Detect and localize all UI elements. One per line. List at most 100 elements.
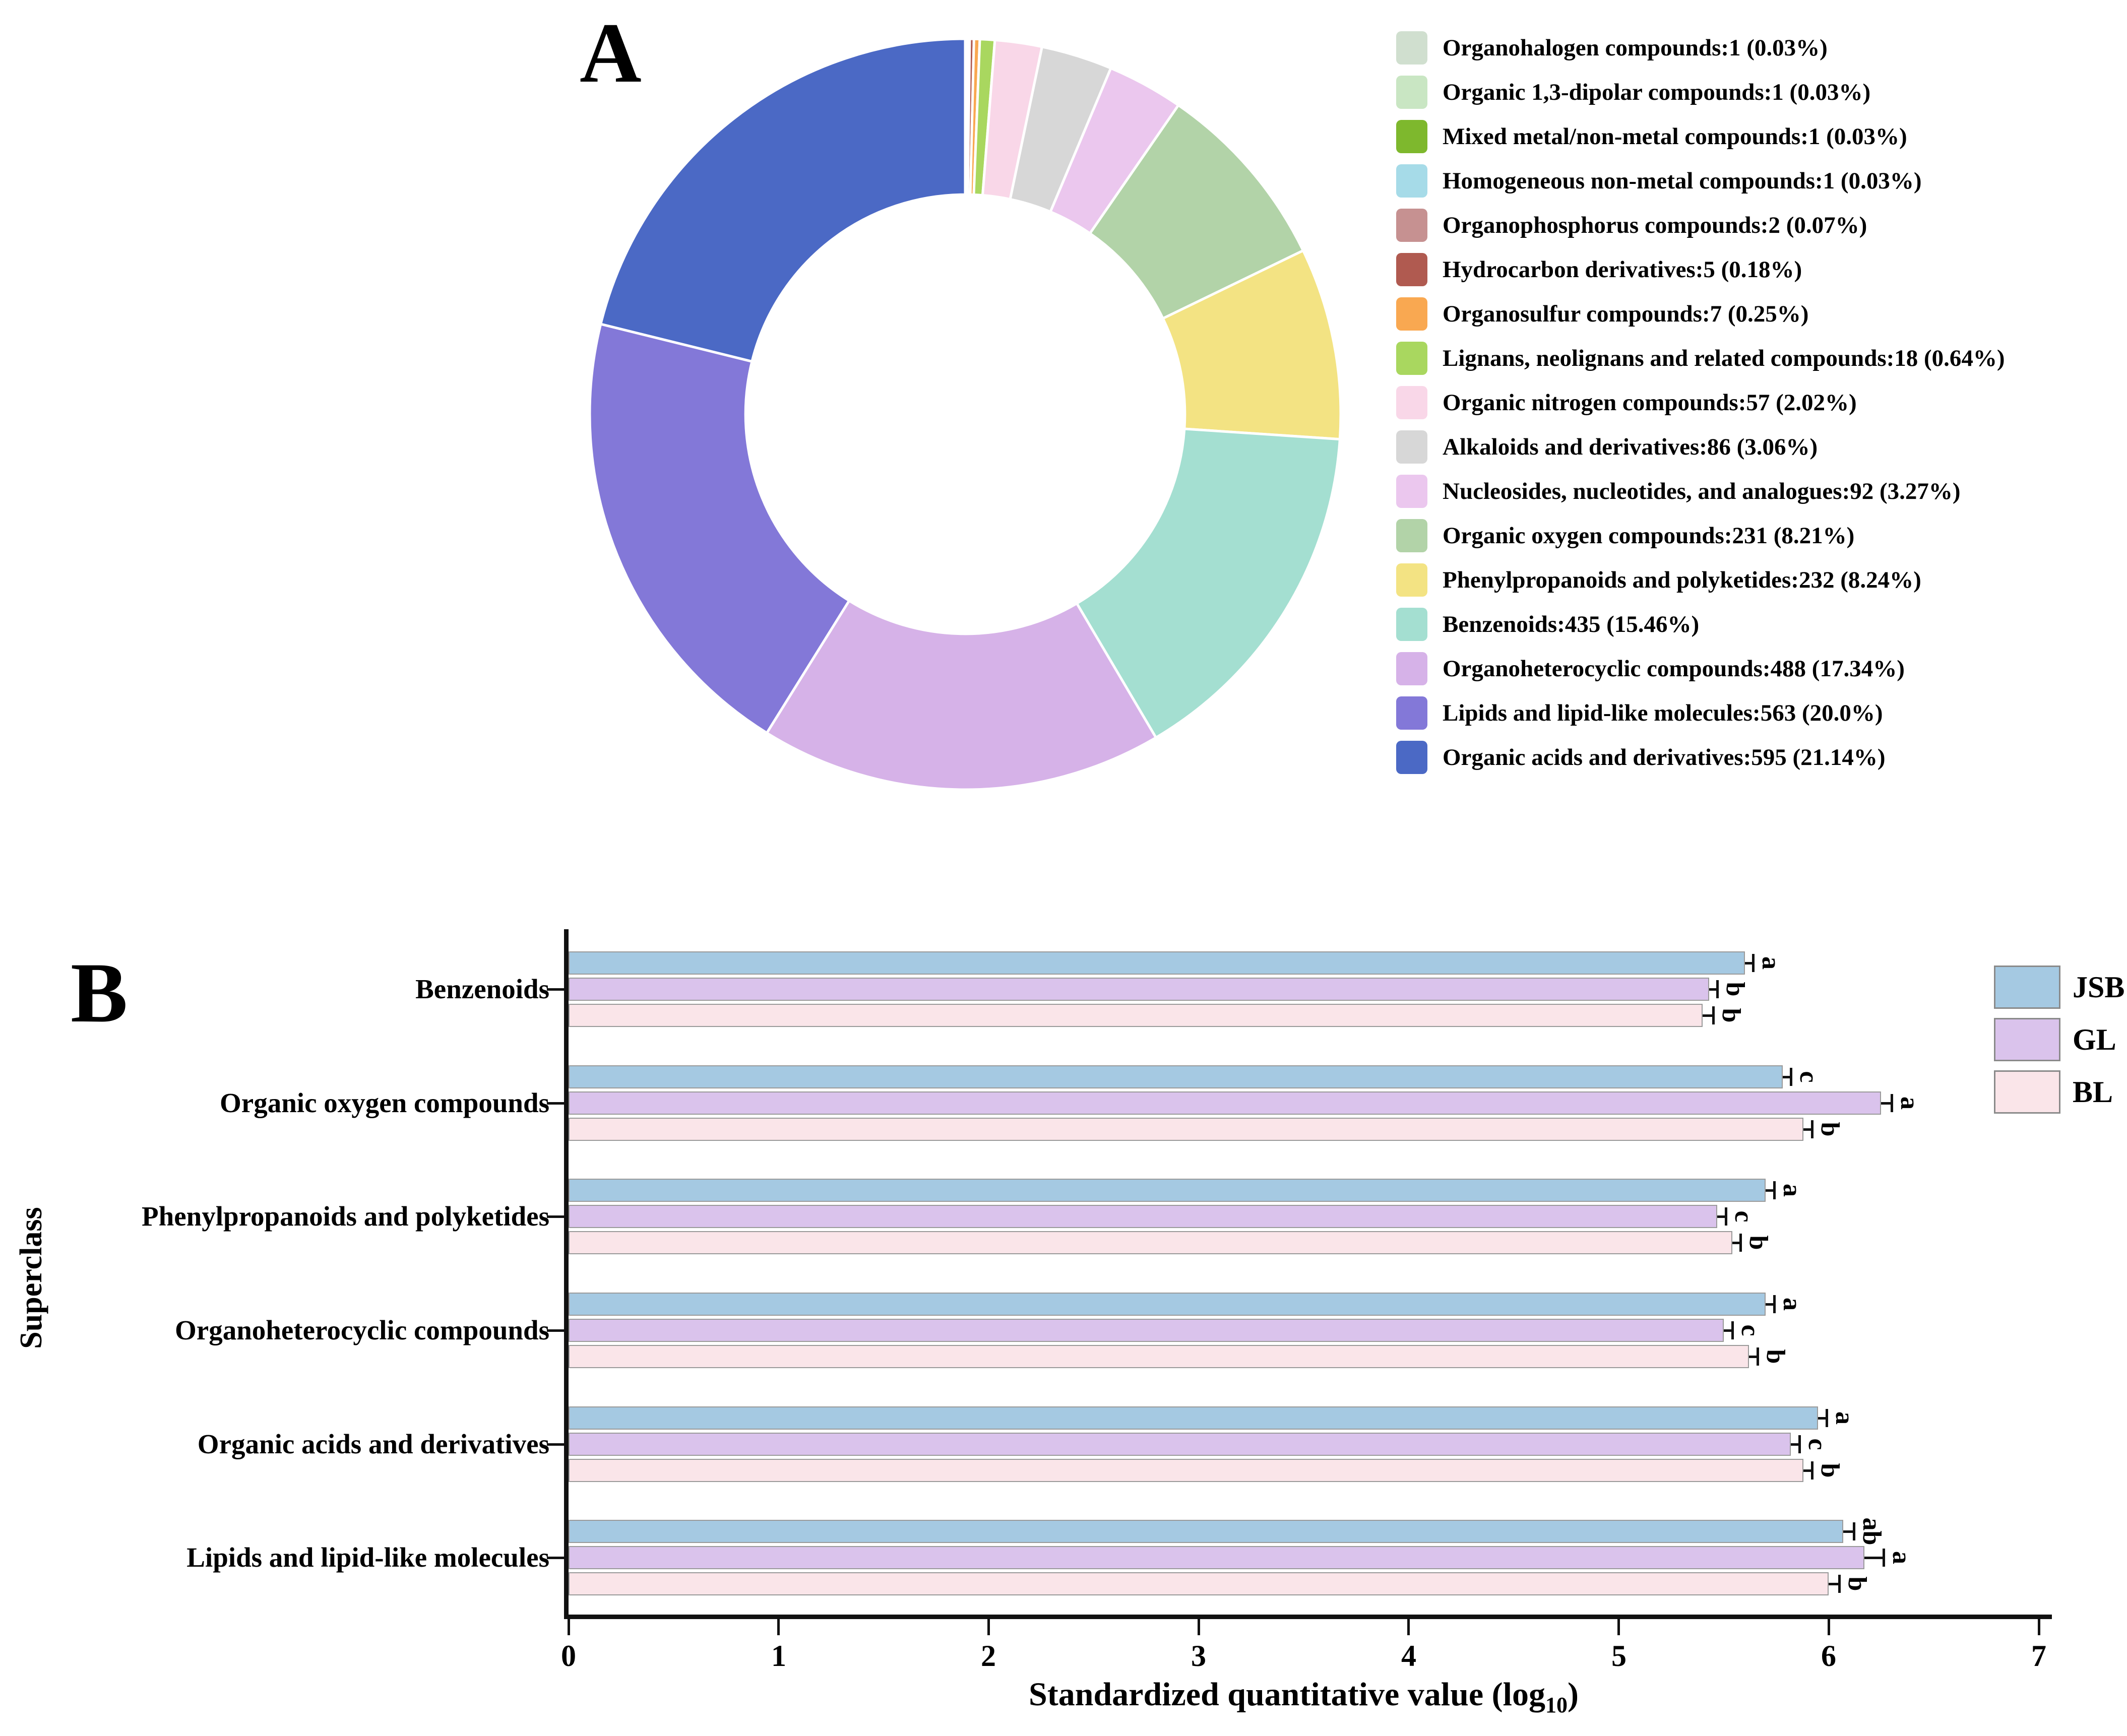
category-label: Organic oxygen compounds [220, 1087, 549, 1118]
legend-label: Lignans, neolignans and related compound… [1443, 345, 2005, 371]
x-axis-tick [1617, 1619, 1620, 1635]
error-bar-cap [1739, 1234, 1742, 1252]
donut-legend-item: Organophosphorus compounds:2 (0.07%) [1396, 209, 2005, 242]
error-bar-cap [1883, 1549, 1885, 1567]
x-tick-label: 4 [1401, 1639, 1416, 1673]
significance-letter: b [1816, 1463, 1844, 1478]
bar-jsb [569, 1179, 1766, 1202]
legend-swatch [1994, 1070, 2060, 1114]
error-bar-cap [1838, 1575, 1841, 1593]
bar-jsb [569, 1406, 1818, 1430]
superclass-donut-chart [588, 37, 1342, 791]
error-bar-stem [1724, 1329, 1732, 1332]
category-label: Phenylpropanoids and polyketides [142, 1201, 549, 1232]
error-bar-stem [1843, 1530, 1854, 1533]
legend-label: Lipids and lipid-like molecules:563 (20.… [1443, 699, 1883, 726]
bar-legend-item: BL [1994, 1070, 2124, 1114]
legend-swatch [1396, 386, 1427, 419]
category-label: Lipids and lipid-like molecules [186, 1542, 549, 1573]
legend-label: Alkaloids and derivatives:86 (3.06%) [1443, 433, 1818, 460]
bar-legend-item: GL [1994, 1018, 2124, 1061]
donut-slice [765, 599, 1158, 791]
error-bar-stem [1745, 962, 1754, 965]
y-axis-tick [547, 1443, 564, 1446]
x-axis-tick [2038, 1619, 2040, 1635]
bar-bl [569, 1345, 1749, 1368]
x-tick-label: 7 [2031, 1639, 2046, 1673]
legend-swatch [1396, 164, 1427, 198]
bar-jsb [569, 951, 1745, 975]
significance-letter: a [1895, 1097, 1924, 1110]
donut-legend-item: Benzenoids:435 (15.46%) [1396, 608, 2005, 641]
donut-slice [588, 323, 851, 735]
x-tick-label: 1 [771, 1639, 786, 1673]
donut-legend-item: Organohalogen compounds:1 (0.03%) [1396, 31, 2005, 65]
donut-legend-item: Organoheterocyclic compounds:488 (17.34%… [1396, 652, 2005, 685]
x-axis-title: Standardized quantitative value (log10) [569, 1678, 2039, 1716]
legend-label: Organoheterocyclic compounds:488 (17.34%… [1443, 655, 1905, 682]
donut-legend-item: Mixed metal/non-metal compounds:1 (0.03%… [1396, 120, 2005, 153]
legend-swatch [1396, 342, 1427, 375]
significance-letter: b [1744, 1235, 1773, 1250]
legend-swatch [1396, 76, 1427, 109]
donut-legend-item: Lignans, neolignans and related compound… [1396, 342, 2005, 375]
error-bar-cap [1798, 1435, 1801, 1453]
x-axis-line [564, 1615, 2052, 1619]
significance-letter: b [1721, 982, 1749, 997]
legend-swatch [1396, 563, 1427, 597]
error-bar-stem [1881, 1102, 1892, 1105]
error-bar-cap [1731, 1321, 1734, 1339]
donut-legend-item: Alkaloids and derivatives:86 (3.06%) [1396, 430, 2005, 464]
error-bar-cap [1725, 1207, 1727, 1226]
category-label: Organic acids and derivatives [197, 1429, 549, 1459]
legend-label: Organophosphorus compounds:2 (0.07%) [1443, 212, 1867, 238]
legend-label: Hydrocarbon derivatives:5 (0.18%) [1443, 256, 1802, 283]
significance-letter: a [1830, 1411, 1859, 1425]
x-tick-label: 6 [1821, 1639, 1836, 1673]
error-bar-stem [1732, 1242, 1741, 1244]
legend-label: Organic acids and derivatives:595 (21.14… [1443, 744, 1886, 770]
significance-letter: c [1729, 1210, 1758, 1223]
x-axis-tick [987, 1619, 990, 1635]
legend-label: Nucleosides, nucleotides, and analogues:… [1443, 478, 1961, 504]
significance-letter: a [1887, 1551, 1916, 1564]
bar-gl [569, 1091, 1881, 1115]
significance-letter: c [1803, 1438, 1832, 1450]
x-axis-tick [777, 1619, 780, 1635]
error-bar-stem [1818, 1417, 1827, 1420]
x-axis-tick [568, 1619, 570, 1635]
error-bar-cap [1853, 1522, 1855, 1540]
bar-jsb [569, 1293, 1766, 1316]
x-tick-label: 0 [561, 1639, 576, 1673]
donut-legend-item: Organosulfur compounds:7 (0.25%) [1396, 297, 2005, 331]
significance-letter: b [1843, 1576, 1871, 1591]
x-axis-tick [1828, 1619, 1830, 1635]
legend-label: Organic oxygen compounds:231 (8.21%) [1443, 522, 1855, 549]
error-bar-cap [1811, 1461, 1813, 1480]
bar-bl [569, 1118, 1803, 1141]
legend-swatch [1994, 1018, 2060, 1061]
significance-letter: a [1757, 956, 1785, 970]
legend-swatch [1994, 966, 2060, 1009]
bar-jsb [569, 1520, 1843, 1543]
donut-slice [1075, 427, 1342, 740]
significance-letter: b [1761, 1349, 1790, 1364]
error-bar-stem [1829, 1583, 1839, 1585]
x-axis-title-text: Standardized quantitative value (log [1029, 1676, 1545, 1713]
error-bar-cap [1790, 1068, 1792, 1086]
legend-label: Organosulfur compounds:7 (0.25%) [1443, 300, 1809, 327]
bar-bl [569, 1231, 1732, 1254]
error-bar-stem [1717, 1215, 1726, 1218]
category-label: Benzenoids [415, 974, 549, 1004]
legend-label: Organohalogen compounds:1 (0.03%) [1443, 34, 1828, 61]
legend-label: GL [2073, 1023, 2116, 1056]
bar-gl [569, 1205, 1717, 1228]
legend-label: Organic 1,3-dipolar compounds:1 (0.03%) [1443, 79, 1871, 105]
error-bar-stem [1709, 988, 1718, 991]
error-bar-cap [1891, 1094, 1893, 1112]
legend-label: Organic nitrogen compounds:57 (2.02%) [1443, 389, 1857, 416]
legend-label: Mixed metal/non-metal compounds:1 (0.03%… [1443, 123, 1907, 150]
error-bar-stem [1783, 1076, 1791, 1078]
